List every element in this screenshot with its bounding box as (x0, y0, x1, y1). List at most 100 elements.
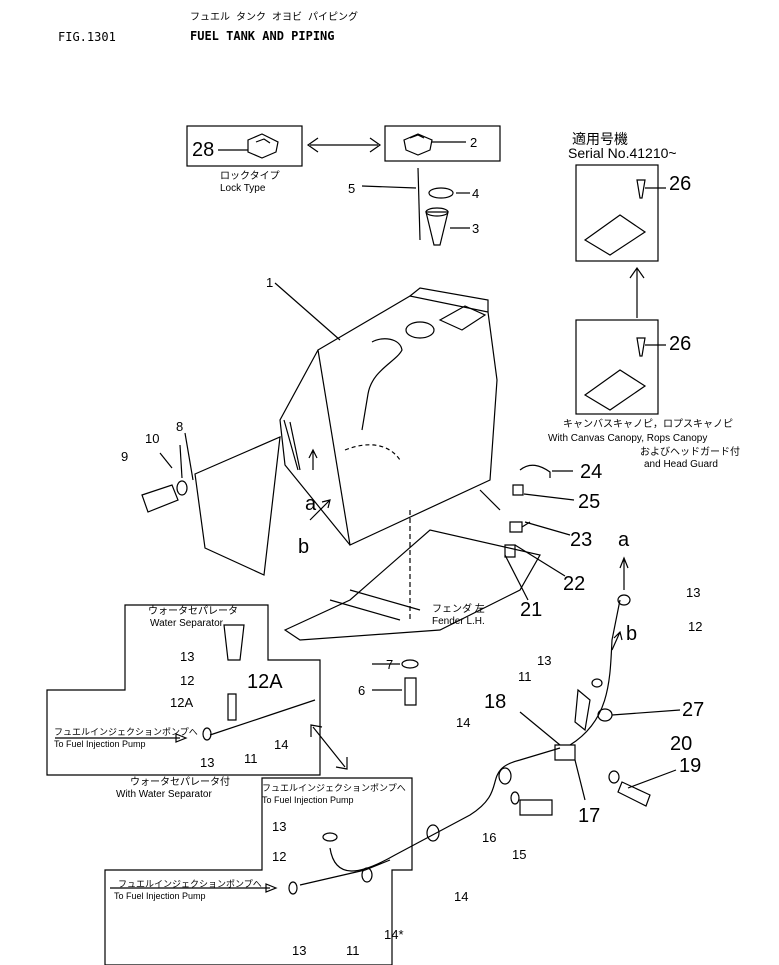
callout-13-right: 13 (686, 585, 701, 600)
fender-jp: フェンダ 左 (432, 604, 485, 615)
callout-19: 19 (679, 755, 702, 777)
callout-11-bottom: 11 (346, 943, 360, 958)
page-title: FUEL TANK AND PIPING (190, 29, 335, 43)
fuel-pump-bottom-jp: フュエルインジェクションポンプへ (118, 879, 262, 889)
title-japanese: フュエル タンク オヨビ パイピング (190, 12, 359, 23)
callout-25: 25 (578, 491, 601, 513)
rod-5 (417, 167, 421, 241)
fuel-pump-mid-en: To Fuel Injection Pump (262, 795, 354, 805)
plate-8 (194, 436, 281, 576)
callout-a-right: a (618, 529, 630, 551)
bolt-19 (617, 781, 651, 807)
callout-13-bottom-left: 13 (292, 943, 307, 958)
valve-23 (509, 521, 531, 533)
hose-right (569, 599, 621, 746)
water-separator-box (46, 604, 321, 776)
canopy-base-upper (583, 214, 647, 256)
canopy-jp: キャンバスキャノピ，ロプスキャノピ (563, 419, 733, 430)
callout-11-ws: 11 (244, 751, 258, 766)
arrow-b-tank (309, 499, 331, 521)
water-separator-en: Water Separator (150, 618, 223, 629)
bolt-9 (141, 484, 179, 513)
bolt-15 (519, 799, 553, 816)
callout-12-ws: 12 (180, 673, 195, 688)
callout-13-ws-bottom: 13 (200, 755, 215, 770)
callout-2: 2 (470, 135, 478, 150)
callout-b-right: b (626, 623, 638, 645)
callout-21: 21 (520, 599, 543, 621)
callout-26-lower: 26 (669, 333, 692, 355)
fender-lh (283, 529, 541, 641)
callout-1: 1 (266, 275, 274, 290)
callout-4: 4 (472, 186, 480, 201)
callout-13-mid: 13 (537, 653, 552, 668)
seal-4 (428, 187, 454, 199)
clamp-14 (426, 824, 440, 842)
callout-3: 3 (472, 221, 480, 236)
callout-28: 28 (192, 139, 215, 161)
callout-12-bottom: 12 (272, 849, 287, 864)
water-separator-jp: ウォータセパレータ (148, 606, 238, 617)
callout-a-tank: a (305, 493, 317, 515)
cap-26-lower (636, 337, 646, 357)
fuel-pump-left-jp: フュエルインジェクションポンプへ (54, 727, 198, 737)
strainer-3 (425, 211, 449, 246)
fuel-pump-bottom-en: To Fuel Injection Pump (114, 891, 206, 901)
callout-b-tank: b (298, 536, 310, 558)
tee-fitting (554, 744, 576, 761)
callout-27: 27 (682, 699, 705, 721)
elbow-12-ws (227, 693, 237, 721)
lock-cap-drawing (247, 133, 279, 159)
breather-pipe (361, 338, 403, 431)
fitting-25 (512, 484, 524, 496)
interchange-arrow (306, 137, 382, 153)
callout-12-right: 12 (688, 619, 703, 634)
with-water-separator-en: With Water Separator (116, 789, 212, 800)
figure-number: FIG.1301 (58, 30, 116, 44)
callout-16: 16 (482, 830, 497, 845)
diagonal-arrow (310, 724, 348, 770)
callout-17: 17 (578, 805, 601, 827)
fitting-22 (504, 544, 516, 558)
callout-20: 20 (670, 733, 693, 755)
canopy-base-lower (583, 369, 647, 411)
arrow-a-right (619, 556, 629, 590)
cap-box (384, 125, 501, 162)
callout-8: 8 (176, 419, 184, 434)
serial-box-upper (575, 164, 659, 262)
callout-12A-big: 12A (247, 671, 283, 693)
hose-11-ws (209, 699, 316, 736)
bolt-6 (404, 677, 417, 706)
callout-23: 23 (570, 529, 593, 551)
serial-number: Serial No.41210~ (568, 145, 677, 161)
callout-22: 22 (563, 573, 586, 595)
lock-type-en: Lock Type (220, 183, 266, 194)
callout-9: 9 (121, 449, 129, 464)
callout-5: 5 (348, 181, 356, 196)
callout-14-mid: 14 (456, 715, 471, 730)
fuel-pump-mid-jp: フュエルインジェクションポンプへ (262, 783, 406, 793)
hose-11-bottom (299, 859, 391, 886)
callout-10: 10 (145, 431, 160, 446)
callout-26-upper: 26 (669, 173, 692, 195)
callout-14-bottom: 14 (454, 889, 469, 904)
arrow-b-right (611, 630, 623, 651)
serial-jp: 適用号機 (572, 131, 628, 147)
callout-11-mid: 11 (518, 669, 532, 684)
callout-14-ws: 14 (274, 737, 289, 752)
head-guard-jp: およびヘッドガード付 (640, 447, 740, 458)
washer-16 (510, 791, 520, 805)
callout-12A: 12A (170, 695, 194, 710)
callout-14-star: 14* (384, 927, 404, 942)
washer-20 (608, 770, 620, 784)
callout-6: 6 (358, 683, 366, 698)
callout-18: 18 (484, 691, 507, 713)
arrow-a-tank (308, 448, 318, 470)
serial-box-lower (575, 319, 659, 415)
washer-10 (176, 480, 188, 496)
cap-26-upper (636, 179, 646, 199)
washer-7 (401, 659, 419, 669)
lock-type-jp: ロックタイプ (220, 171, 280, 182)
callout-13-bottom: 13 (272, 819, 287, 834)
fuel-pump-box (104, 777, 413, 965)
